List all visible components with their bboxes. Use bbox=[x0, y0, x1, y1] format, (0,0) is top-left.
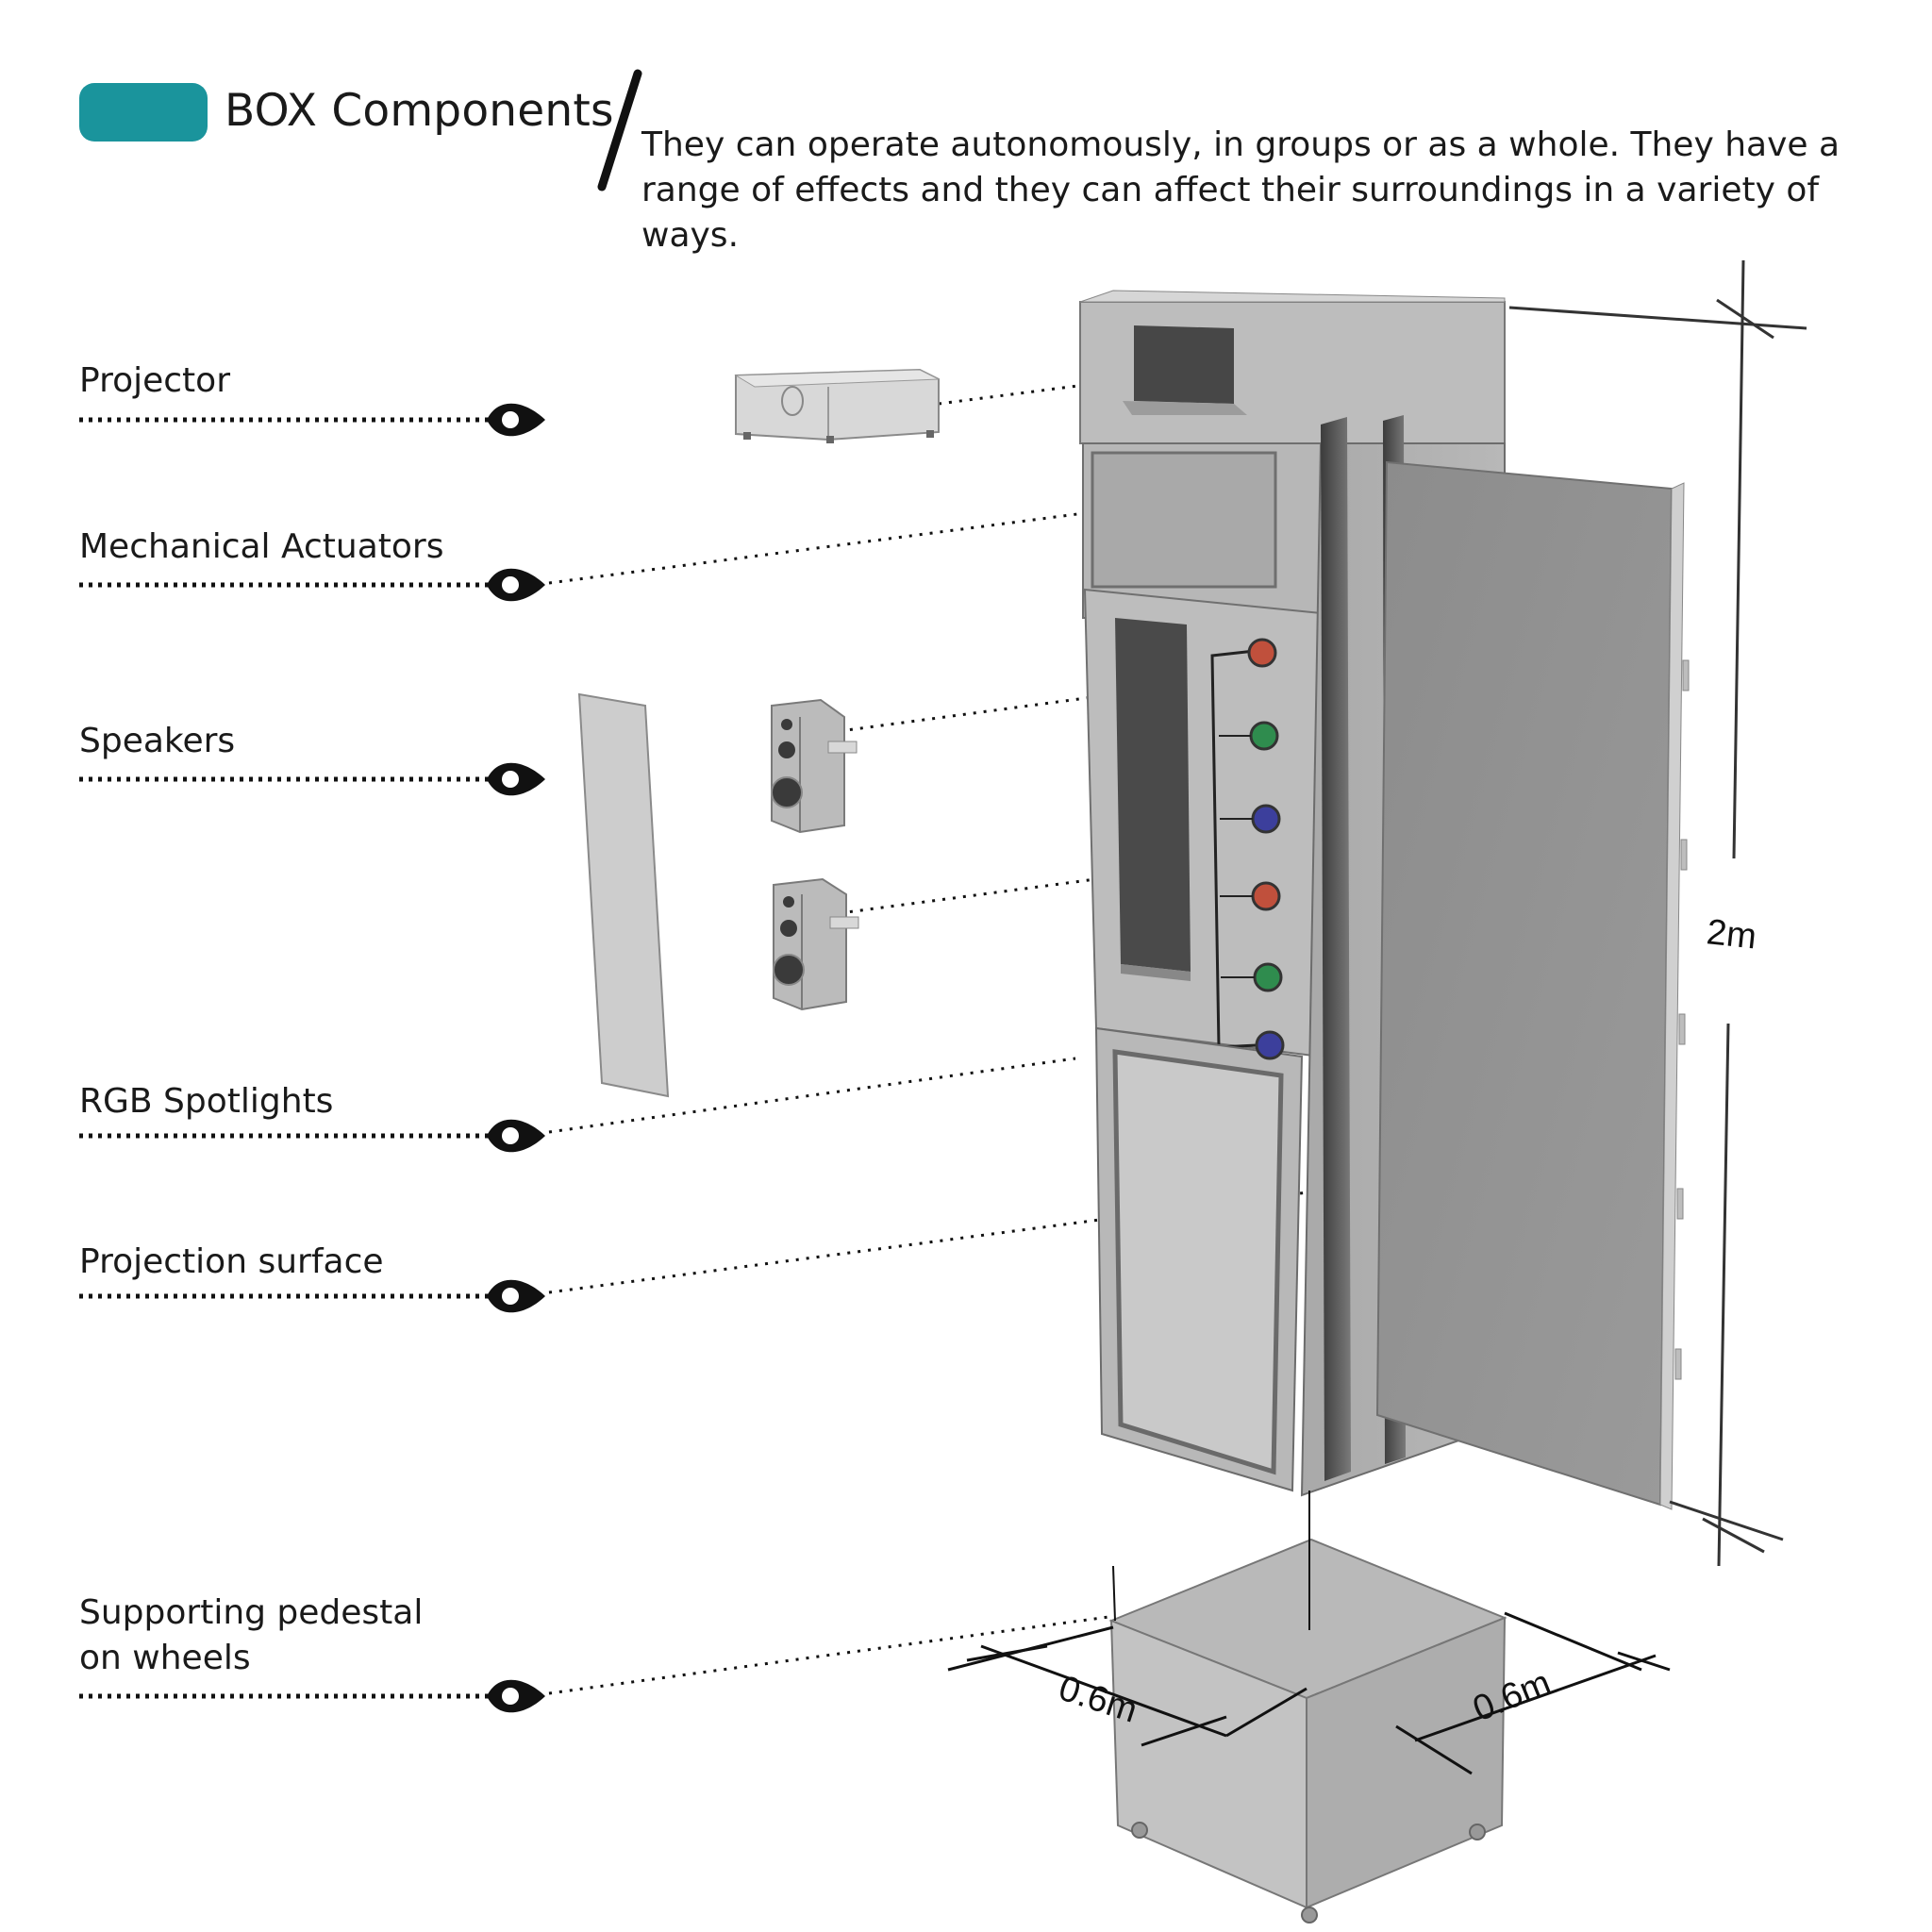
spotlight-6 bbox=[1255, 1030, 1285, 1060]
label-supporting-pedestal: Supporting pedestal on wheels bbox=[79, 1593, 424, 1677]
pedestal-on-wheels bbox=[1108, 1491, 1507, 1924]
leader-speakers bbox=[79, 762, 545, 796]
height-dimension-label: 2m bbox=[1705, 912, 1758, 957]
page-title: BOX Components bbox=[225, 85, 614, 137]
spotlight-3 bbox=[1251, 804, 1281, 834]
side-panel bbox=[577, 692, 670, 1098]
projector-unit bbox=[734, 368, 940, 443]
width-dimension bbox=[947, 1625, 1307, 1747]
height-dimension bbox=[1508, 259, 1807, 1567]
rgb-spotlights bbox=[1219, 638, 1285, 1060]
spotlight-5 bbox=[1253, 962, 1283, 992]
leader-supporting-pedestal bbox=[79, 1679, 545, 1713]
label-leaders bbox=[79, 403, 545, 1713]
label-rgb-spotlights: RGB Spotlights bbox=[79, 1082, 334, 1121]
spotlight-2 bbox=[1249, 721, 1279, 751]
label-projector: Projector bbox=[79, 361, 230, 400]
leader-rgb-spotlights bbox=[79, 1119, 545, 1153]
spotlight-4 bbox=[1251, 881, 1281, 911]
label-projection-surface: Projection surface bbox=[79, 1242, 384, 1281]
box-tower bbox=[1079, 290, 1690, 1510]
leader-projection-surface bbox=[79, 1279, 545, 1313]
speaker-upper bbox=[771, 698, 858, 834]
speaker-lower bbox=[773, 877, 859, 1011]
spotlight-1 bbox=[1247, 638, 1277, 668]
depth-dimension bbox=[1395, 1611, 1671, 1775]
label-speakers: Speakers bbox=[79, 722, 236, 760]
leader-projector bbox=[79, 403, 545, 437]
header-accent-pill bbox=[79, 83, 208, 142]
leader-mechanical-actuators bbox=[79, 568, 545, 602]
page-description: They can operate autonomously, in groups… bbox=[641, 125, 1840, 255]
label-mechanical-actuators: Mechanical Actuators bbox=[79, 527, 444, 566]
